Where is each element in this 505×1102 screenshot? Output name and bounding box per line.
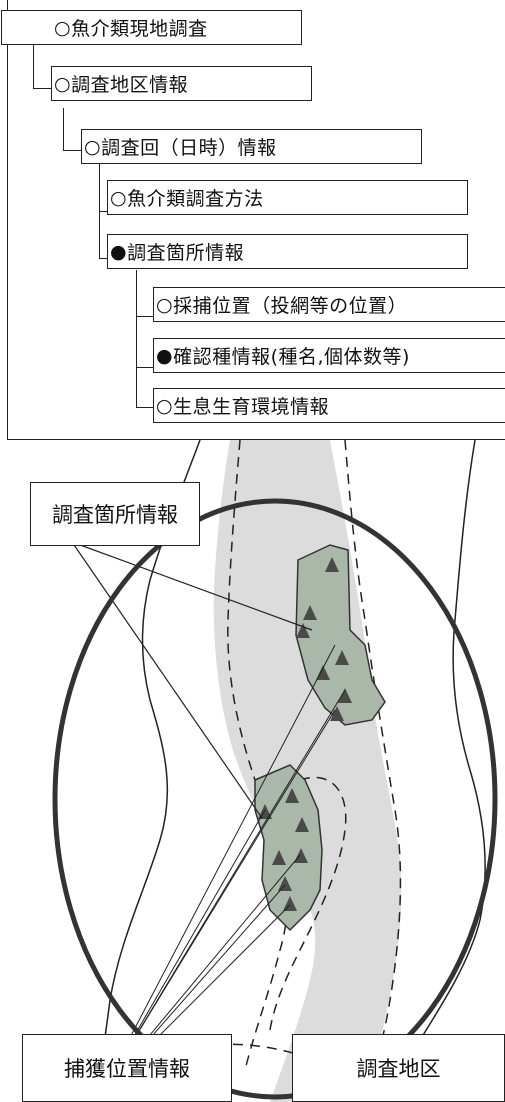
- capture-triangle: [303, 605, 317, 620]
- connector-root-area: [33, 43, 60, 89]
- survey-area-map: 調査箇所情報 捕獲位置情報 調査地区: [0, 440, 505, 1102]
- river-band: [213, 440, 402, 1102]
- tree-node-survey-site: ● 調査箇所情報: [107, 234, 468, 269]
- connector-site-species: [136, 310, 163, 368]
- tree-node-habitat-info-label: 生息生育環境情報: [173, 396, 330, 418]
- capture-triangle: [325, 557, 339, 572]
- tree-node-survey-round: ○ 調査回（日時）情報: [81, 129, 422, 164]
- tree-node-survey-area: ○ 調査地区情報: [51, 66, 312, 101]
- tree-node-root: ○ 魚介類現地調査: [1, 10, 302, 45]
- tree-node-survey-round-marker: ○: [84, 135, 102, 158]
- pointer-line-capture: [99, 644, 336, 1096]
- capture-triangle: [296, 623, 310, 638]
- tree-node-survey-site-marker: ●: [110, 240, 128, 263]
- survey-area-ellipse: [52, 498, 498, 1100]
- capture-triangle: [335, 650, 349, 665]
- tree-node-survey-site-label: 調査箇所情報: [127, 242, 245, 264]
- data-hierarchy-panel: ○ 魚介類現地調査 ○ 調査地区情報 ○ 調査回（日時）情報 ○ 魚介類調査方法…: [1, 0, 505, 440]
- tree-node-survey-method: ○ 魚介類調査方法: [107, 180, 468, 215]
- tree-node-capture-position-marker: ○: [156, 293, 174, 316]
- connector-round-site: [99, 200, 114, 259]
- tree-node-survey-area-marker: ○: [54, 72, 72, 95]
- connector-round-method: [99, 163, 114, 212]
- dashed-line-inner: [269, 776, 347, 1031]
- tree-node-capture-position: ○ 採捕位置（投網等の位置）: [153, 287, 505, 322]
- capture-triangle: [316, 665, 330, 680]
- tree-node-habitat-info: ○ 生息生育環境情報: [153, 388, 505, 423]
- label-survey-area: 調査地区: [292, 1034, 505, 1102]
- capture-triangle: [278, 876, 292, 891]
- pointer-line-site: [71, 541, 263, 819]
- tree-node-species-info: ● 確認種情報(種名,個体数等): [153, 338, 505, 373]
- connector-site-capture: [136, 270, 163, 317]
- tree-node-capture-position-label: 採捕位置（投網等の位置）: [173, 295, 408, 317]
- label-survey-site-info-text: 調査箇所情報: [52, 503, 178, 527]
- label-capture-position-info-text: 捕獲位置情報: [64, 1057, 190, 1081]
- capture-triangle: [272, 850, 286, 865]
- tree-node-survey-round-label: 調査回（日時）情報: [101, 137, 277, 159]
- tree-node-root-label: 魚介類現地調査: [71, 18, 208, 40]
- tree-node-species-info-marker: ●: [156, 344, 174, 367]
- label-survey-site-info: 調査箇所情報: [30, 482, 200, 546]
- capture-triangle: [295, 817, 309, 832]
- pointer-line-site: [71, 541, 313, 631]
- survey-area-map-drawing: [52, 440, 498, 1102]
- tree-node-habitat-info-marker: ○: [156, 394, 174, 417]
- label-capture-position-info: 捕獲位置情報: [22, 1034, 232, 1102]
- connector-site-habitat: [136, 360, 163, 408]
- tree-node-survey-method-marker: ○: [110, 186, 128, 209]
- capture-triangle: [283, 896, 297, 911]
- capture-triangle: [330, 706, 344, 721]
- connector-area-round: [63, 108, 88, 151]
- tree-node-root-marker: ○: [54, 16, 72, 39]
- dashed-line-right: [344, 440, 402, 1102]
- tree-node-species-info-label: 確認種情報(種名,個体数等): [173, 346, 410, 368]
- capture-triangle: [285, 788, 299, 803]
- tree-node-survey-area-label: 調査地区情報: [71, 74, 189, 96]
- label-survey-area-text: 調査地区: [356, 1057, 441, 1081]
- capture-triangle: [294, 848, 308, 863]
- tree-node-survey-method-label: 魚介類調査方法: [127, 188, 264, 210]
- capture-triangle: [338, 688, 352, 703]
